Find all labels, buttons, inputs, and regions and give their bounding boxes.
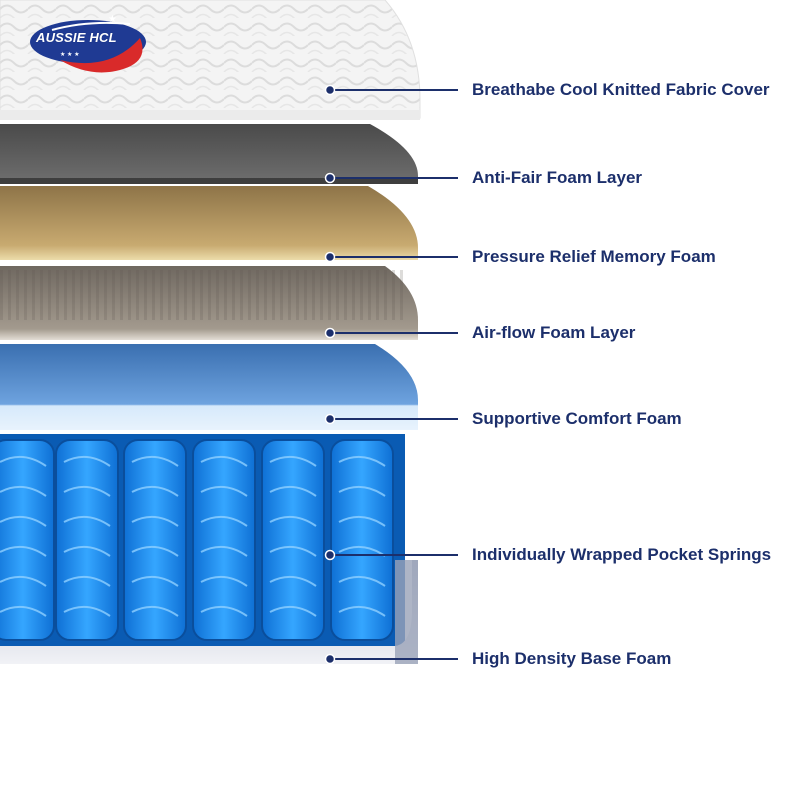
pocket-spring	[261, 439, 325, 641]
callout-dot	[324, 413, 336, 425]
label-pocket-springs: Individually Wrapped Pocket Springs	[472, 545, 772, 564]
label-comfort-foam: Supportive Comfort Foam	[472, 409, 682, 428]
layer-pocket-springs	[0, 434, 405, 646]
pocket-spring	[0, 439, 55, 641]
star-icon: ★ ★ ★	[60, 51, 79, 58]
layer-grey-foam	[0, 124, 418, 184]
label-memory-foam: Pressure Relief Memory Foam	[472, 247, 716, 266]
layer-base-foam	[0, 560, 418, 664]
pocket-spring	[192, 439, 256, 641]
brand-logo: ★ ★ ★ ★	[30, 14, 146, 73]
callout-dot	[324, 251, 336, 263]
callout-dot	[324, 653, 336, 665]
pocket-spring	[123, 439, 187, 641]
label-fabric-cover: Breathabe Cool Knitted Fabric Cover	[472, 80, 770, 99]
label-anti-fair-foam: Anti-Fair Foam Layer	[472, 168, 643, 187]
callout-pointers	[324, 84, 458, 665]
callout-dot	[324, 327, 336, 339]
callout-dot	[324, 549, 336, 561]
pocket-spring	[55, 439, 119, 641]
callout-dot	[324, 172, 336, 184]
label-base-foam: High Density Base Foam	[472, 649, 672, 668]
label-airflow-foam: Air-flow Foam Layer	[472, 323, 636, 342]
layer-airflow-foam	[0, 266, 418, 340]
layer-memory-foam	[0, 186, 418, 260]
brand-logo-text: AUSSIE HCL	[36, 30, 117, 45]
pocket-spring	[330, 439, 394, 641]
star-icon: ★	[108, 14, 117, 25]
callout-dot	[324, 84, 336, 96]
layer-comfort-foam	[0, 344, 418, 430]
